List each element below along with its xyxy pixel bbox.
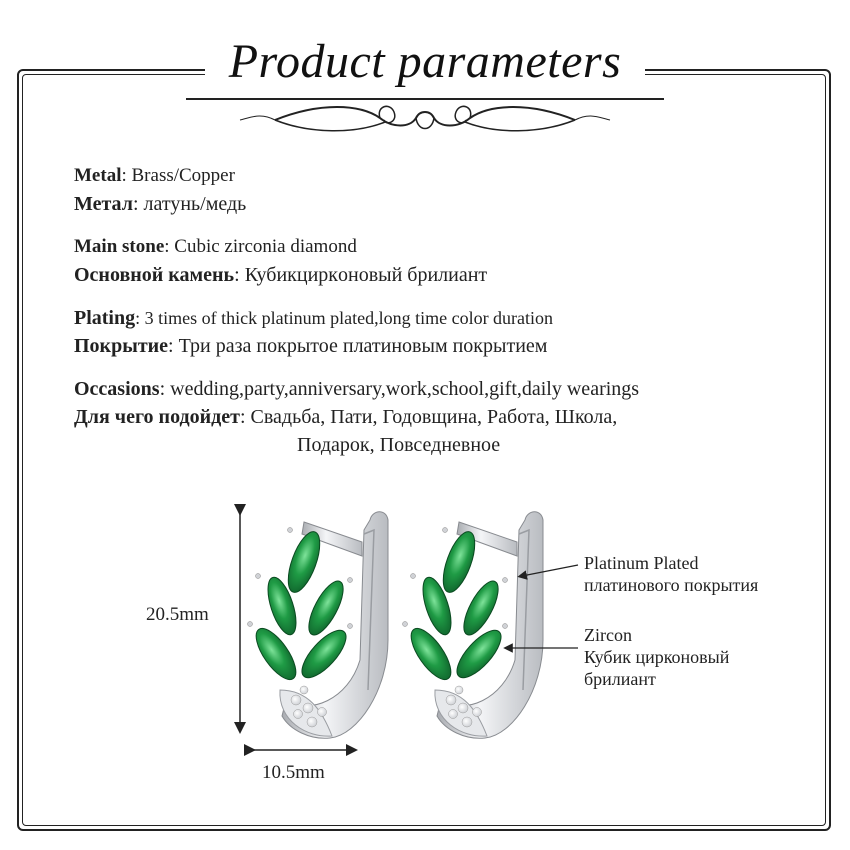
flourish-ornament [186,98,664,132]
plating-callout-en: Platinum Plated [584,553,699,573]
plating-callout-ru: платинового покрытия [584,575,759,595]
plating-label-en: Plating [74,307,136,329]
occasions-label-en: Occasions [74,378,160,400]
page-title: Product parameters [228,35,622,88]
zircon-callout: Zircon Кубик цирконовый брилиант [584,624,729,690]
param-occasions: Occasions: wedding,party,anniversary,wor… [74,375,814,459]
plating-callout: Platinum Plated платинового покрытия [584,552,758,596]
plating-value-ru: : Три раза покрытое платиновым покрытием [168,335,548,357]
plating-label-ru: Покрытие [74,335,169,357]
earrings-diagram [234,504,579,756]
occasions-value-ru: : Свадьба, Пати, Годовщина, Работа, Школ… [239,406,618,428]
metal-value-ru: : латунь/медь [132,193,247,215]
main-stone-value-ru: : Кубикциркoновый брилиант [234,264,488,286]
param-metal: Metal: Brass/Copper Метал: латунь/медь [74,162,814,218]
occasions-value-en: : wedding,party,anniversary,work,school,… [159,378,640,400]
main-stone-label-ru: Основной камень [74,264,235,286]
zircon-callout-en: Zircon [584,625,632,645]
parameters-list: Metal: Brass/Copper Метал: латунь/медь M… [74,162,814,474]
plating-value-en: : 3 times of thick platinum plated,long … [135,308,554,328]
height-dimension-label: 20.5mm [146,604,209,625]
metal-label-en: Metal [74,165,122,186]
main-stone-value-en: : Cubic zirconia diamond [164,236,357,257]
width-dimension-label: 10.5mm [262,762,325,783]
main-stone-label-en: Main stone [74,236,165,257]
earring-left [246,510,389,740]
zircon-callout-ru-1: Кубик цирконовый [584,647,730,667]
param-plating: Plating: 3 times of thick platinum plate… [74,304,814,360]
zircon-callout-ru-2: брилиант [584,669,656,689]
occasions-label-ru: Для чего подойдет [74,406,240,428]
plating-callout-line [517,564,579,580]
metal-value-en: : Brass/Copper [121,165,235,186]
param-main-stone: Main stone: Cubic zirconia diamond Основ… [74,233,814,289]
occasions-value-ru-2: Подарок, Повседневное [297,434,501,456]
metal-label-ru: Метал [74,193,133,215]
earring-right [401,510,544,740]
